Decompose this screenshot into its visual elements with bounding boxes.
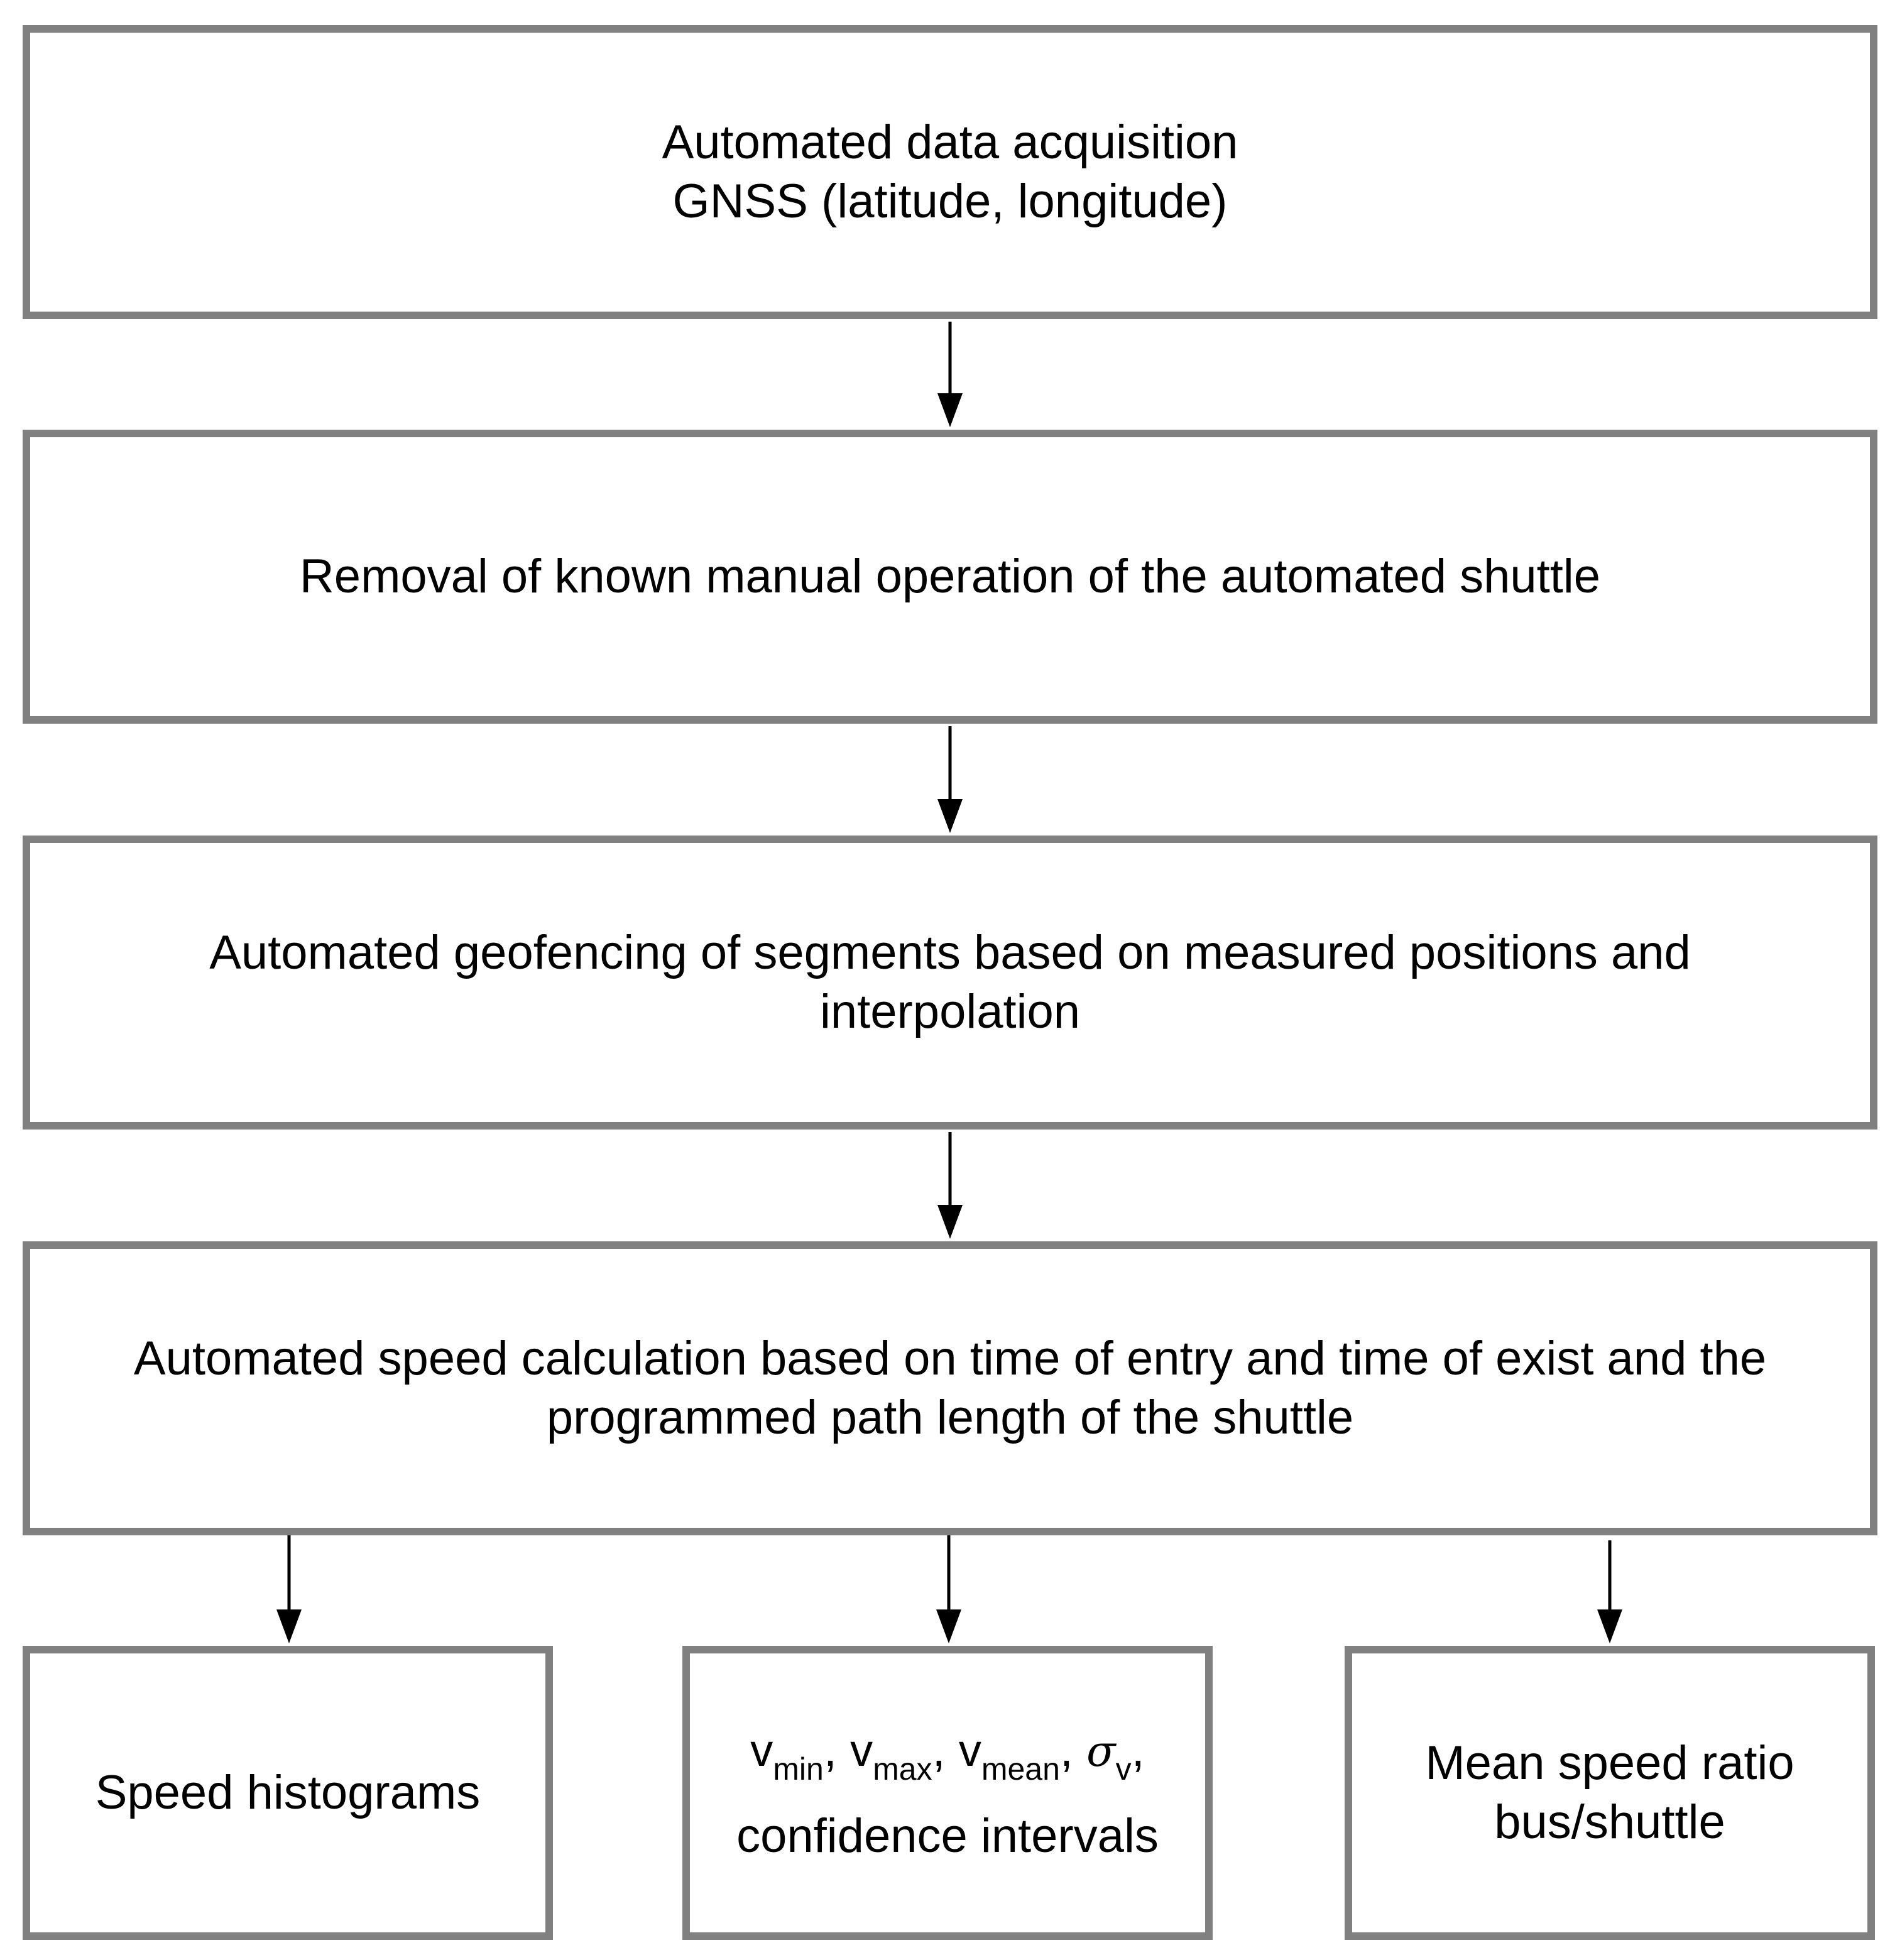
sigma-symbol: σ: [1086, 1726, 1116, 1777]
arrow-speed-calculation-to-histograms: [276, 1535, 302, 1643]
separator-4: ,: [1131, 1723, 1145, 1777]
arrow-geofencing-to-speed-calculation: [937, 1132, 963, 1239]
output-speed-histograms-label: Speed histograms: [95, 1766, 481, 1819]
output-statistics: vmin, vmax, vmean, σv, confidence interv…: [682, 1646, 1213, 1940]
sigma-subscript: v: [1115, 1751, 1132, 1787]
arrow-speed-calculation-to-statistics: [936, 1535, 961, 1643]
output-mean-speed-ratio-line2: bus/shuttle: [1494, 1795, 1725, 1849]
output-mean-speed-ratio: Mean speed ratio bus/shuttle: [1345, 1646, 1875, 1940]
arrow-removal-to-geofencing: [937, 726, 963, 833]
step-data-acquisition-line1: Automated data acquisition: [662, 116, 1238, 169]
step-speed-calculation: Automated speed calculation based on tim…: [23, 1241, 1877, 1535]
arrow-speed-calculation-to-ratio: [1597, 1540, 1622, 1643]
arrow-acquisition-to-removal: [937, 322, 963, 427]
v-min-symbol: v: [750, 1725, 773, 1776]
step-removal-manual-operation: Removal of known manual operation of the…: [23, 430, 1877, 724]
step-removal-line1: Removal of known manual operation of the…: [299, 550, 1601, 603]
v-mean-subscript: mean: [981, 1751, 1060, 1787]
output-speed-histograms: Speed histograms: [23, 1646, 553, 1940]
separator-1: ,: [823, 1723, 837, 1777]
v-max-subscript: max: [873, 1751, 932, 1787]
step-geofencing-line2: interpolation: [819, 985, 1081, 1038]
v-min-subscript: min: [773, 1751, 824, 1787]
output-mean-speed-ratio-line1: Mean speed ratio: [1425, 1736, 1794, 1790]
separator-3: ,: [1059, 1723, 1074, 1777]
step-geofencing: Automated geofencing of segments based o…: [23, 836, 1877, 1130]
step-speed-calculation-line1: Automated speed calculation based on tim…: [133, 1332, 1767, 1385]
step-speed-calculation-line2: programmed path length of the shuttle: [546, 1391, 1354, 1444]
separator-2: ,: [932, 1723, 946, 1777]
statistics-confidence-intervals: confidence intervals: [736, 1809, 1159, 1863]
step-data-acquisition: Automated data acquisition GNSS (latitud…: [23, 25, 1877, 319]
step-geofencing-line1: Automated geofencing of segments based o…: [209, 926, 1691, 979]
step-data-acquisition-line2: GNSS (latitude, longitude): [672, 175, 1228, 228]
statistics-symbols: vmin, vmax, vmean, σv,: [750, 1721, 1145, 1785]
v-max-symbol: v: [850, 1725, 873, 1776]
v-mean-symbol: v: [958, 1725, 981, 1776]
